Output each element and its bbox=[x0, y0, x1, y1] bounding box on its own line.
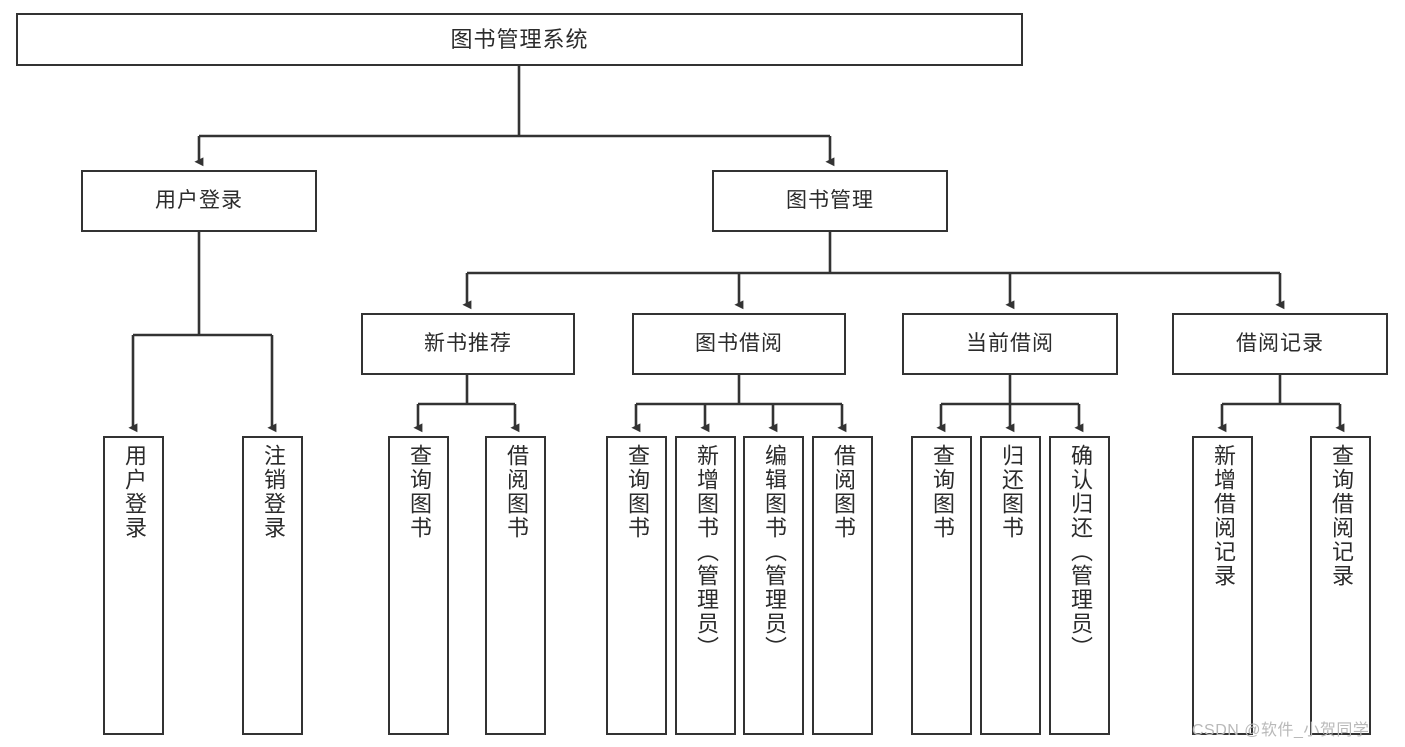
node-label: 用户登录 bbox=[155, 188, 243, 212]
node-label: 图书管理系统 bbox=[450, 26, 589, 52]
leaf-book-borrow-query-books[interactable]: 查询图书 bbox=[606, 436, 667, 735]
node-label: 编辑图书（管理员） bbox=[761, 444, 787, 660]
node-label: 查询图书 bbox=[624, 444, 650, 540]
node-root-book-management-system[interactable]: 图书管理系统 bbox=[16, 13, 1023, 66]
csdn-watermark: CSDN @软件_小贺同学 bbox=[1192, 722, 1370, 739]
node-label: 确认归还（管理员） bbox=[1067, 444, 1093, 660]
node-current-borrow[interactable]: 当前借阅 bbox=[902, 313, 1118, 375]
leaf-user-login-signout[interactable]: 注销登录 bbox=[242, 436, 303, 735]
node-label: 新增图书（管理员） bbox=[693, 444, 719, 660]
node-label: 查询借阅记录 bbox=[1328, 444, 1354, 588]
leaf-user-login-signin[interactable]: 用户登录 bbox=[103, 436, 164, 735]
leaf-book-borrow-add-book-admin[interactable]: 新增图书（管理员） bbox=[675, 436, 736, 735]
leaf-borrow-records-add-record[interactable]: 新增借阅记录 bbox=[1192, 436, 1253, 735]
node-label: 图书借阅 bbox=[695, 331, 783, 355]
node-label: 借阅图书 bbox=[830, 444, 856, 540]
node-user-login[interactable]: 用户登录 bbox=[81, 170, 317, 232]
node-label: 借阅图书 bbox=[503, 444, 529, 540]
node-label: 新增借阅记录 bbox=[1210, 444, 1236, 588]
leaf-borrow-records-query-record[interactable]: 查询借阅记录 bbox=[1310, 436, 1371, 735]
node-book-management[interactable]: 图书管理 bbox=[712, 170, 948, 232]
leaf-current-borrow-query-books[interactable]: 查询图书 bbox=[911, 436, 972, 735]
node-label: 归还图书 bbox=[998, 444, 1024, 540]
leaf-book-borrow-edit-book-admin[interactable]: 编辑图书（管理员） bbox=[743, 436, 804, 735]
node-new-book-recommend[interactable]: 新书推荐 bbox=[361, 313, 575, 375]
leaf-current-borrow-confirm-return-admin[interactable]: 确认归还（管理员） bbox=[1049, 436, 1110, 735]
leaf-new-book-borrow-books[interactable]: 借阅图书 bbox=[485, 436, 546, 735]
leaf-book-borrow-borrow-books[interactable]: 借阅图书 bbox=[812, 436, 873, 735]
leaf-new-book-query-books[interactable]: 查询图书 bbox=[388, 436, 449, 735]
node-label: 用户登录 bbox=[121, 444, 147, 540]
node-label: 当前借阅 bbox=[966, 331, 1054, 355]
node-label: 新书推荐 bbox=[424, 331, 512, 355]
node-label: 查询图书 bbox=[929, 444, 955, 540]
node-label: 注销登录 bbox=[260, 444, 286, 540]
node-label: 图书管理 bbox=[786, 188, 874, 212]
node-label: 借阅记录 bbox=[1236, 331, 1324, 355]
node-borrow-records[interactable]: 借阅记录 bbox=[1172, 313, 1388, 375]
node-label: 查询图书 bbox=[406, 444, 432, 540]
leaf-current-borrow-return-books[interactable]: 归还图书 bbox=[980, 436, 1041, 735]
node-book-borrow[interactable]: 图书借阅 bbox=[632, 313, 846, 375]
